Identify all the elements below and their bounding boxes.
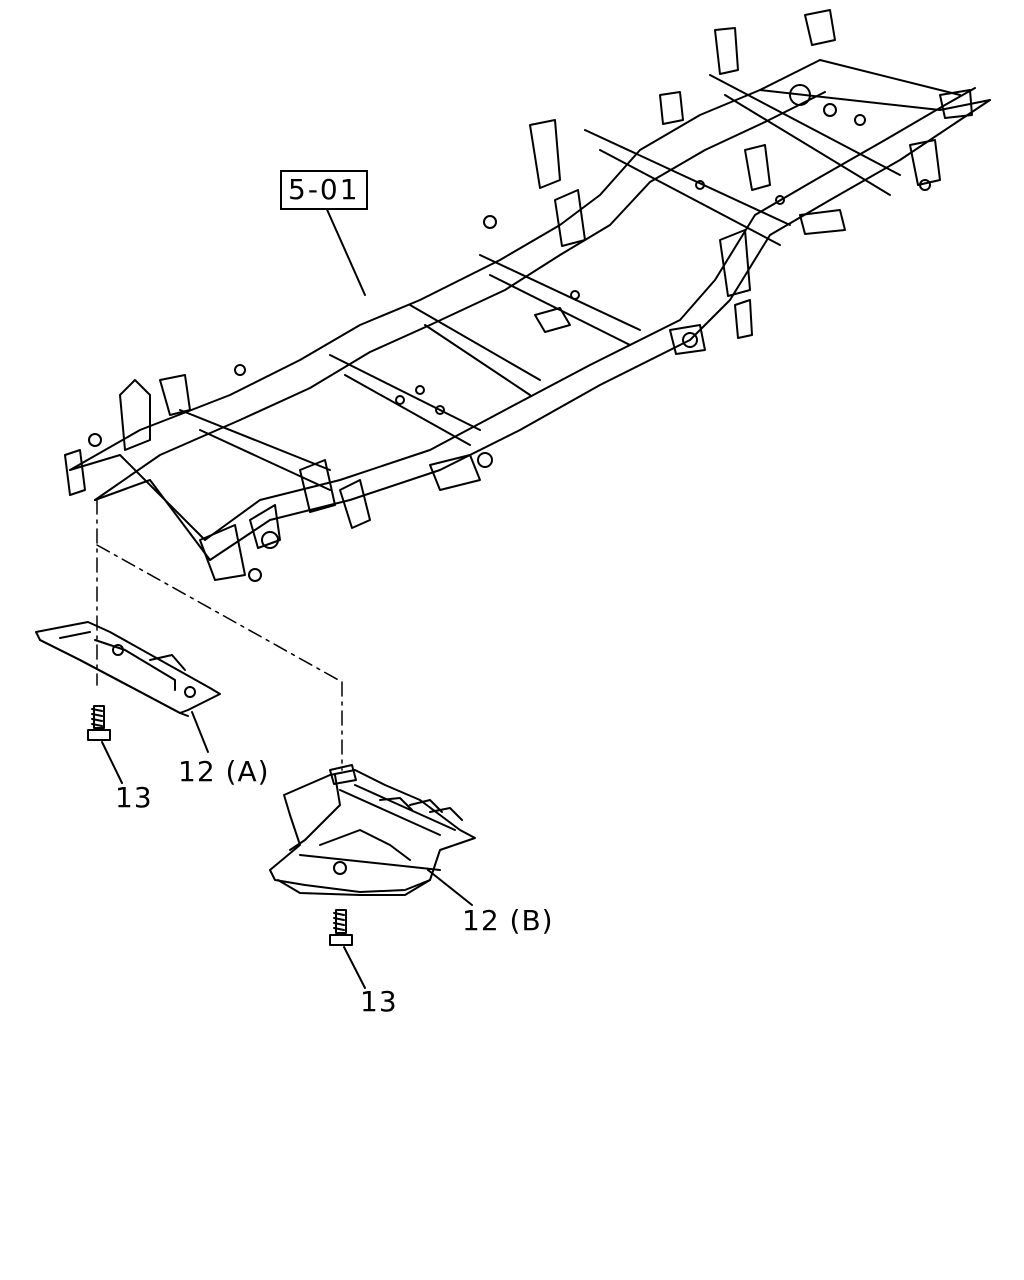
frame-callout-label: 5-01 xyxy=(280,170,368,211)
plate-a-leader-line xyxy=(191,711,209,753)
plate-b-callout-label: 12 (B) xyxy=(462,904,554,937)
bolt-b-leader-line xyxy=(343,946,366,989)
assembly-guide-lines xyxy=(96,499,343,771)
bolt-a-leader-line xyxy=(101,741,123,784)
bolt-a-callout-label: 13 xyxy=(115,781,153,814)
chassis-frame xyxy=(64,9,991,582)
frame-leader-line xyxy=(324,204,366,296)
plate-b-leader-line xyxy=(427,869,473,906)
skid-plate-b xyxy=(269,764,476,896)
skid-plate-a xyxy=(35,621,221,717)
bolt-b xyxy=(329,909,353,946)
bolt-a xyxy=(87,705,111,741)
bolt-b-callout-label: 13 xyxy=(360,985,398,1018)
plate-a-callout-label: 12 (A) xyxy=(178,755,270,788)
